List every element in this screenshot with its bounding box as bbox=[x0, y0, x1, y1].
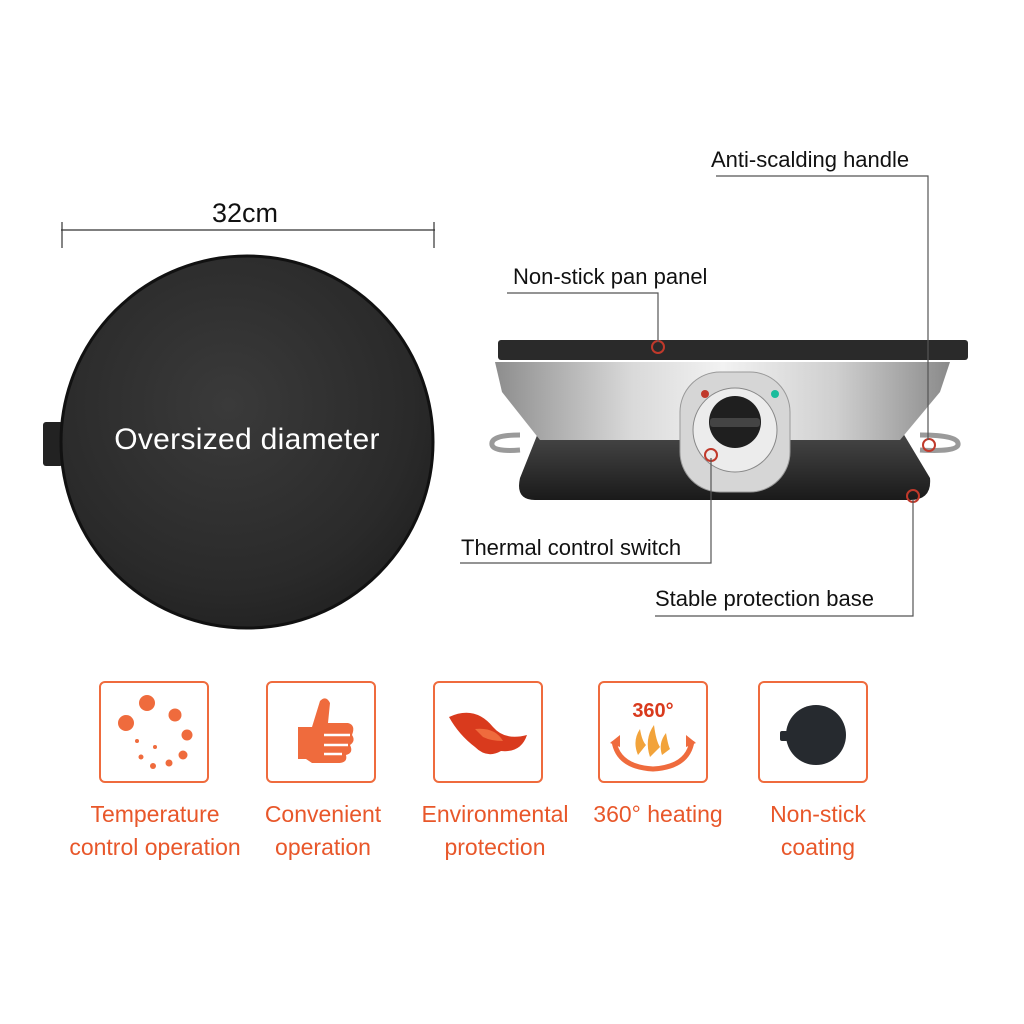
cooker-side-view bbox=[489, 340, 968, 503]
feature-360-text: 360° heating bbox=[578, 798, 738, 831]
badge-360: 360° bbox=[632, 700, 673, 722]
right-handle bbox=[919, 432, 961, 453]
dots-icon bbox=[118, 695, 193, 769]
callout-thermal-switch: Thermal control switch bbox=[461, 535, 682, 560]
leaf-icon bbox=[449, 712, 527, 755]
feature-360-box: 360° bbox=[598, 681, 708, 783]
feature-temperature-box bbox=[99, 681, 209, 783]
feature-nonstick-box bbox=[758, 681, 868, 783]
feature-temperature-line1: Temperature bbox=[90, 801, 220, 827]
feature-360-line1: 360° heating bbox=[593, 801, 723, 827]
pan-panel bbox=[498, 340, 968, 360]
heating-360-icon: 360° bbox=[610, 700, 696, 772]
dial-grip bbox=[710, 418, 760, 427]
pan-handle-side bbox=[43, 422, 63, 466]
callout-handle: Anti-scalding handle bbox=[711, 147, 910, 172]
pan-top-view bbox=[43, 254, 435, 630]
indicator-green bbox=[771, 390, 779, 398]
callout-base: Stable protection base bbox=[655, 586, 874, 611]
feature-temperature-text: Temperature control operation bbox=[55, 798, 255, 864]
pan-disc bbox=[59, 254, 435, 630]
left-handle bbox=[489, 432, 521, 453]
feature-nonstick-line2: coating bbox=[780, 834, 856, 860]
handle-marker bbox=[922, 438, 936, 452]
dimension-label: 32cm bbox=[212, 198, 279, 228]
dimension-line bbox=[61, 222, 435, 248]
indicator-red bbox=[701, 390, 709, 398]
feature-convenient-text: Convenient operation bbox=[238, 798, 408, 864]
pan-icon bbox=[780, 705, 846, 765]
pan-title: Oversized diameter bbox=[114, 423, 380, 456]
feature-nonstick-text: Non-stick coating bbox=[738, 798, 898, 864]
feature-environmental-line2: protection bbox=[444, 834, 546, 860]
feature-convenient-line2: operation bbox=[275, 834, 371, 860]
feature-convenient-box bbox=[266, 681, 376, 783]
feature-nonstick-line1: Non-stick bbox=[770, 801, 866, 827]
thumbs-up-icon bbox=[298, 698, 354, 763]
feature-environmental-text: Environmental protection bbox=[405, 798, 585, 864]
feature-convenient-line1: Convenient bbox=[264, 801, 382, 827]
callout-panel: Non-stick pan panel bbox=[513, 264, 708, 289]
feature-environmental-box bbox=[433, 681, 543, 783]
feature-environmental-line1: Environmental bbox=[421, 801, 569, 827]
feature-temperature-line2: control operation bbox=[69, 834, 241, 860]
